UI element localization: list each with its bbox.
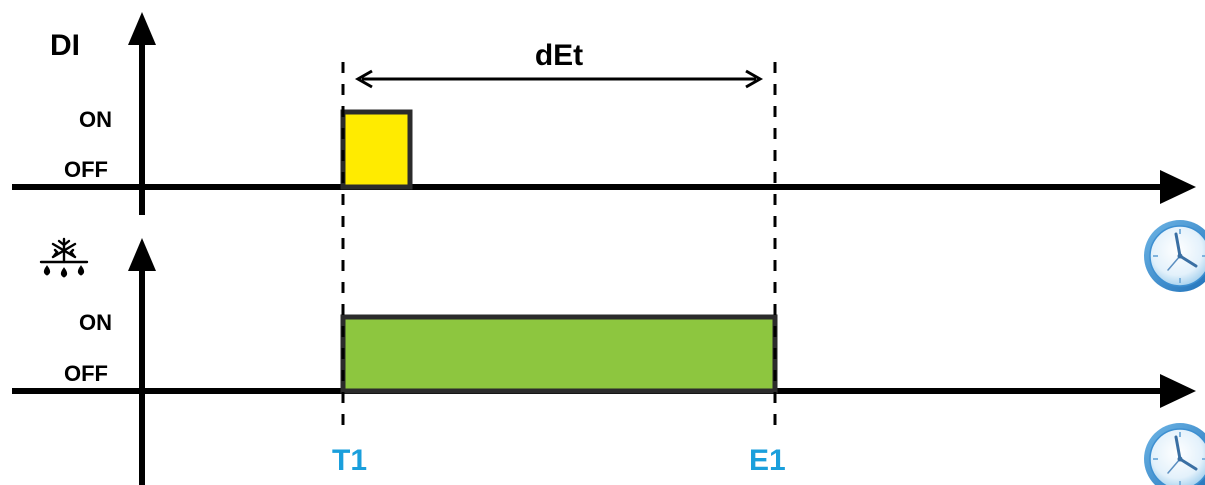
det-interval-arrow: [354, 69, 764, 89]
bottom-chart: ON OFF: [12, 237, 1196, 485]
defrost-pulse: [340, 314, 778, 394]
top-y-axis-arrowhead: [128, 12, 156, 45]
bottom-on-label: ON: [79, 310, 112, 335]
di-pulse: [340, 109, 413, 190]
interval-label: dEt: [535, 39, 583, 72]
top-time-axis-arrowhead: [1160, 170, 1196, 204]
start-marker-label: T1: [332, 444, 367, 477]
top-on-label: ON: [79, 107, 112, 132]
clock-icon: [1144, 423, 1205, 485]
bottom-time-axis-arrowhead: [1160, 374, 1196, 408]
bottom-y-axis-arrowhead: [128, 238, 156, 271]
end-marker-label: E1: [749, 444, 786, 477]
bottom-off-label: OFF: [64, 361, 108, 386]
defrost-snowflake-drops-icon: [39, 237, 89, 278]
clock-icon: [1144, 220, 1205, 292]
top-chart: DI ON OFF: [12, 12, 1196, 215]
top-axis-label: DI: [50, 29, 80, 62]
top-off-label: OFF: [64, 157, 108, 182]
